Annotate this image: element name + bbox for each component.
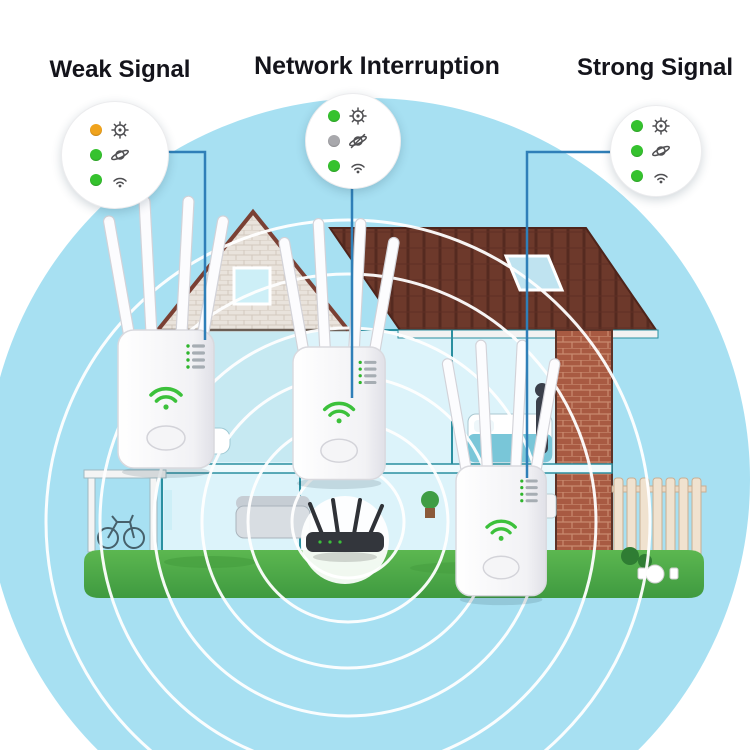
badge-row [631,116,681,136]
wifi-icon [113,177,127,188]
badge-row [90,145,140,165]
led-indicator [328,135,340,147]
led-indicator [631,145,643,157]
gear-icon [652,117,670,135]
brick-wall [555,329,613,553]
title-network-interruption: Network Interruption [254,52,500,80]
status-badge-strong [610,105,702,197]
title-strong-signal: Strong Signal [577,54,733,81]
fence [611,477,707,565]
led-indicator [90,149,102,161]
wifi-icon [351,163,365,174]
title-weak-signal: Weak Signal [49,56,191,83]
badge-row [631,141,681,161]
status-badge-interruption [305,93,401,189]
bush [621,547,639,565]
badge-row [90,170,140,190]
led-indicator [90,124,102,136]
gear-icon [111,121,129,139]
status-badge-weak [61,101,169,209]
badge-row [631,166,681,186]
skylight [503,254,565,292]
wifi-icon [654,173,668,184]
badge-row [90,120,140,140]
badge-row [328,131,378,151]
led-indicator [90,174,102,186]
badge-row [328,156,378,176]
saturn-icon [111,149,129,161]
bicycle [97,514,145,549]
led-indicator [631,120,643,132]
patio-table [645,564,665,584]
router [301,496,389,584]
led-indicator [328,160,340,172]
led-indicator [631,170,643,182]
connector-lines [167,150,610,478]
saturn-crossed-icon [349,133,367,149]
saturn-icon [652,145,670,157]
led-indicator [328,110,340,122]
gear-icon [349,107,367,125]
bush [638,554,652,568]
badge-row [328,106,378,126]
